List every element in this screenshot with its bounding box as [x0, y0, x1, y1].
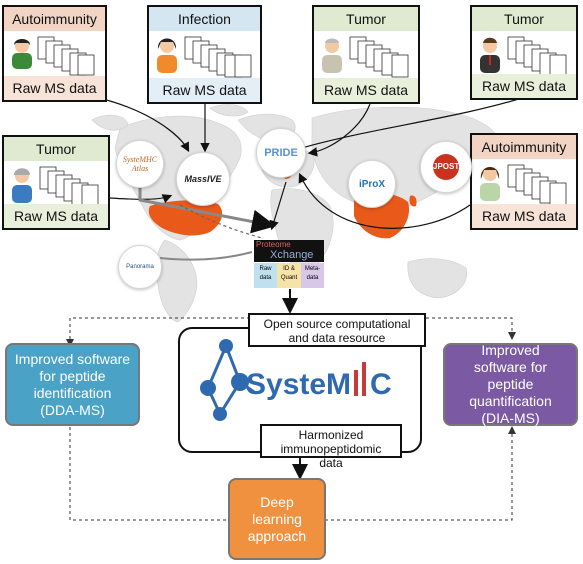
- proteomexchange-title-bottom: Xchange: [270, 249, 314, 261]
- systemhc-logo: SysteM C: [200, 339, 392, 421]
- systemhc-logo-text: SysteM: [246, 368, 351, 401]
- source-connectors: [94, 96, 526, 314]
- right-software-label: Improved software for peptide quantifica…: [469, 342, 552, 426]
- source-title: Autoimmunity: [4, 7, 105, 31]
- source-box-autoimmunity-1: Autoimmunity Raw MS data: [2, 5, 107, 102]
- sysmhc-logo-text: SysteMHC: [122, 155, 158, 164]
- source-raw-label: Raw MS data: [472, 74, 576, 98]
- source-raw-label: Raw MS data: [4, 204, 108, 228]
- mhc-glyph: [354, 362, 366, 396]
- right-software-box: Improved software for peptide quantifica…: [443, 342, 578, 426]
- person-icon-with-files: [480, 164, 567, 206]
- source-raw-label: Raw MS data: [149, 78, 260, 102]
- source-title: Tumor: [472, 7, 576, 31]
- source-title: Tumor: [314, 7, 418, 31]
- massive-logo: MassIVE: [176, 152, 230, 206]
- jpost-logo-text: JPOST: [433, 154, 459, 180]
- iprox-logo: iProX: [348, 160, 396, 208]
- resource-label: Open source computational and data resou…: [248, 313, 426, 347]
- deep-learning-box: Deep learning approach: [228, 478, 326, 560]
- source-title: Infection: [149, 7, 260, 31]
- proteomexchange-cell-idquant: ID & Quant: [277, 263, 301, 288]
- molecule-icon: [200, 339, 249, 421]
- source-raw-label: Raw MS data: [4, 76, 105, 100]
- person-icon-with-files: [12, 166, 99, 207]
- person-icon-with-files: [12, 36, 95, 76]
- source-raw-label: Raw MS data: [472, 204, 576, 228]
- sysmhc-atlas-logo: SysteMHC Atlas: [116, 140, 164, 188]
- panorama-logo: Panorama: [118, 245, 162, 289]
- person-icon-with-files: [322, 36, 409, 78]
- deep-learning-label: Deep learning approach: [247, 493, 307, 544]
- proteomexchange-cell-raw: Raw data: [254, 263, 277, 288]
- harmonized-data-label: Harmonized immunopeptidomic data: [260, 424, 402, 470]
- atlas-logo-text: Atlas: [131, 164, 149, 173]
- iprox-logo-text: iProX: [358, 178, 386, 190]
- left-software-box: Improved software for peptide identifica…: [5, 343, 140, 426]
- proteomexchange-header: Proteome Xchange: [254, 240, 324, 262]
- pride-logo-text: PRIDE: [264, 147, 298, 159]
- left-software-label: Improved software for peptide identifica…: [14, 350, 131, 418]
- proteomexchange-title-top: Proteome: [256, 240, 291, 249]
- systemhc-logo-accent: C: [370, 368, 392, 401]
- proteomexchange-cell-meta: Meta-data: [301, 263, 324, 288]
- source-box-tumor-2: Tumor Raw MS data: [470, 5, 578, 100]
- source-box-tumor-3: Tumor Raw MS data: [2, 135, 110, 230]
- source-title: Autoimmunity: [472, 135, 576, 159]
- massive-logo-text: MassIVE: [184, 174, 222, 184]
- pride-logo: PRIDE: [256, 128, 306, 178]
- source-box-infection: Infection Raw MS data: [147, 5, 262, 104]
- source-raw-label: Raw MS data: [314, 78, 418, 102]
- source-box-tumor-1: Tumor Raw MS data: [312, 5, 420, 104]
- person-icon-with-files: [157, 36, 252, 78]
- jpost-logo: JPOST: [420, 141, 472, 193]
- person-icon-with-files: [480, 36, 567, 77]
- proteomexchange-panel: Proteome Xchange Raw data ID & Quant Met…: [254, 240, 324, 288]
- feedback-loops: [66, 317, 516, 521]
- source-title: Tumor: [4, 137, 108, 161]
- source-box-autoimmunity-2: Autoimmunity Raw MS data: [470, 133, 578, 230]
- panorama-logo-text: Panorama: [126, 264, 154, 270]
